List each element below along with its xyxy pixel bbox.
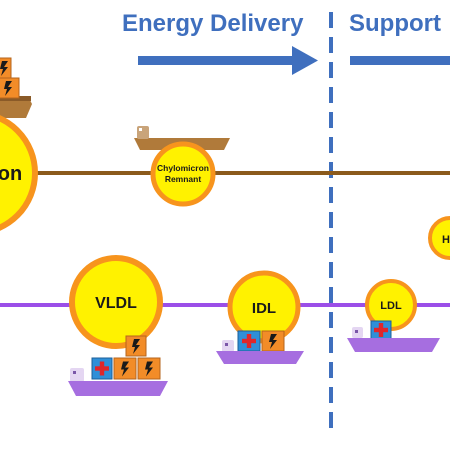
energy-delivery-header: Energy Delivery <box>122 10 304 37</box>
hdl-particle <box>428 216 450 260</box>
chylomicron-particle <box>0 115 38 231</box>
chylomicron-label: on <box>0 163 22 185</box>
chylomicron-cargo <box>0 57 20 99</box>
ldl-ship <box>347 327 440 352</box>
vldl-cargo <box>91 335 161 380</box>
chylomicron-remnant-label-1: Chylomicron <box>157 163 209 173</box>
idl-ship <box>216 340 304 364</box>
vldl-ship <box>68 368 168 396</box>
ldl-cargo <box>370 320 392 340</box>
hdl-label: H <box>442 234 450 246</box>
vldl-particle <box>69 255 163 349</box>
idl-label: IDL <box>252 300 276 317</box>
chylomicron-remnant-label-2: Remnant <box>165 174 202 184</box>
support-header: Support <box>349 10 441 37</box>
chylomicron-ship <box>0 96 32 118</box>
vldl-label: VLDL <box>95 295 137 312</box>
chylomicron-remnant-particle <box>150 141 216 207</box>
support-arrow <box>350 56 450 65</box>
ldl-label: LDL <box>380 300 402 312</box>
energy-delivery-arrow <box>138 46 318 75</box>
